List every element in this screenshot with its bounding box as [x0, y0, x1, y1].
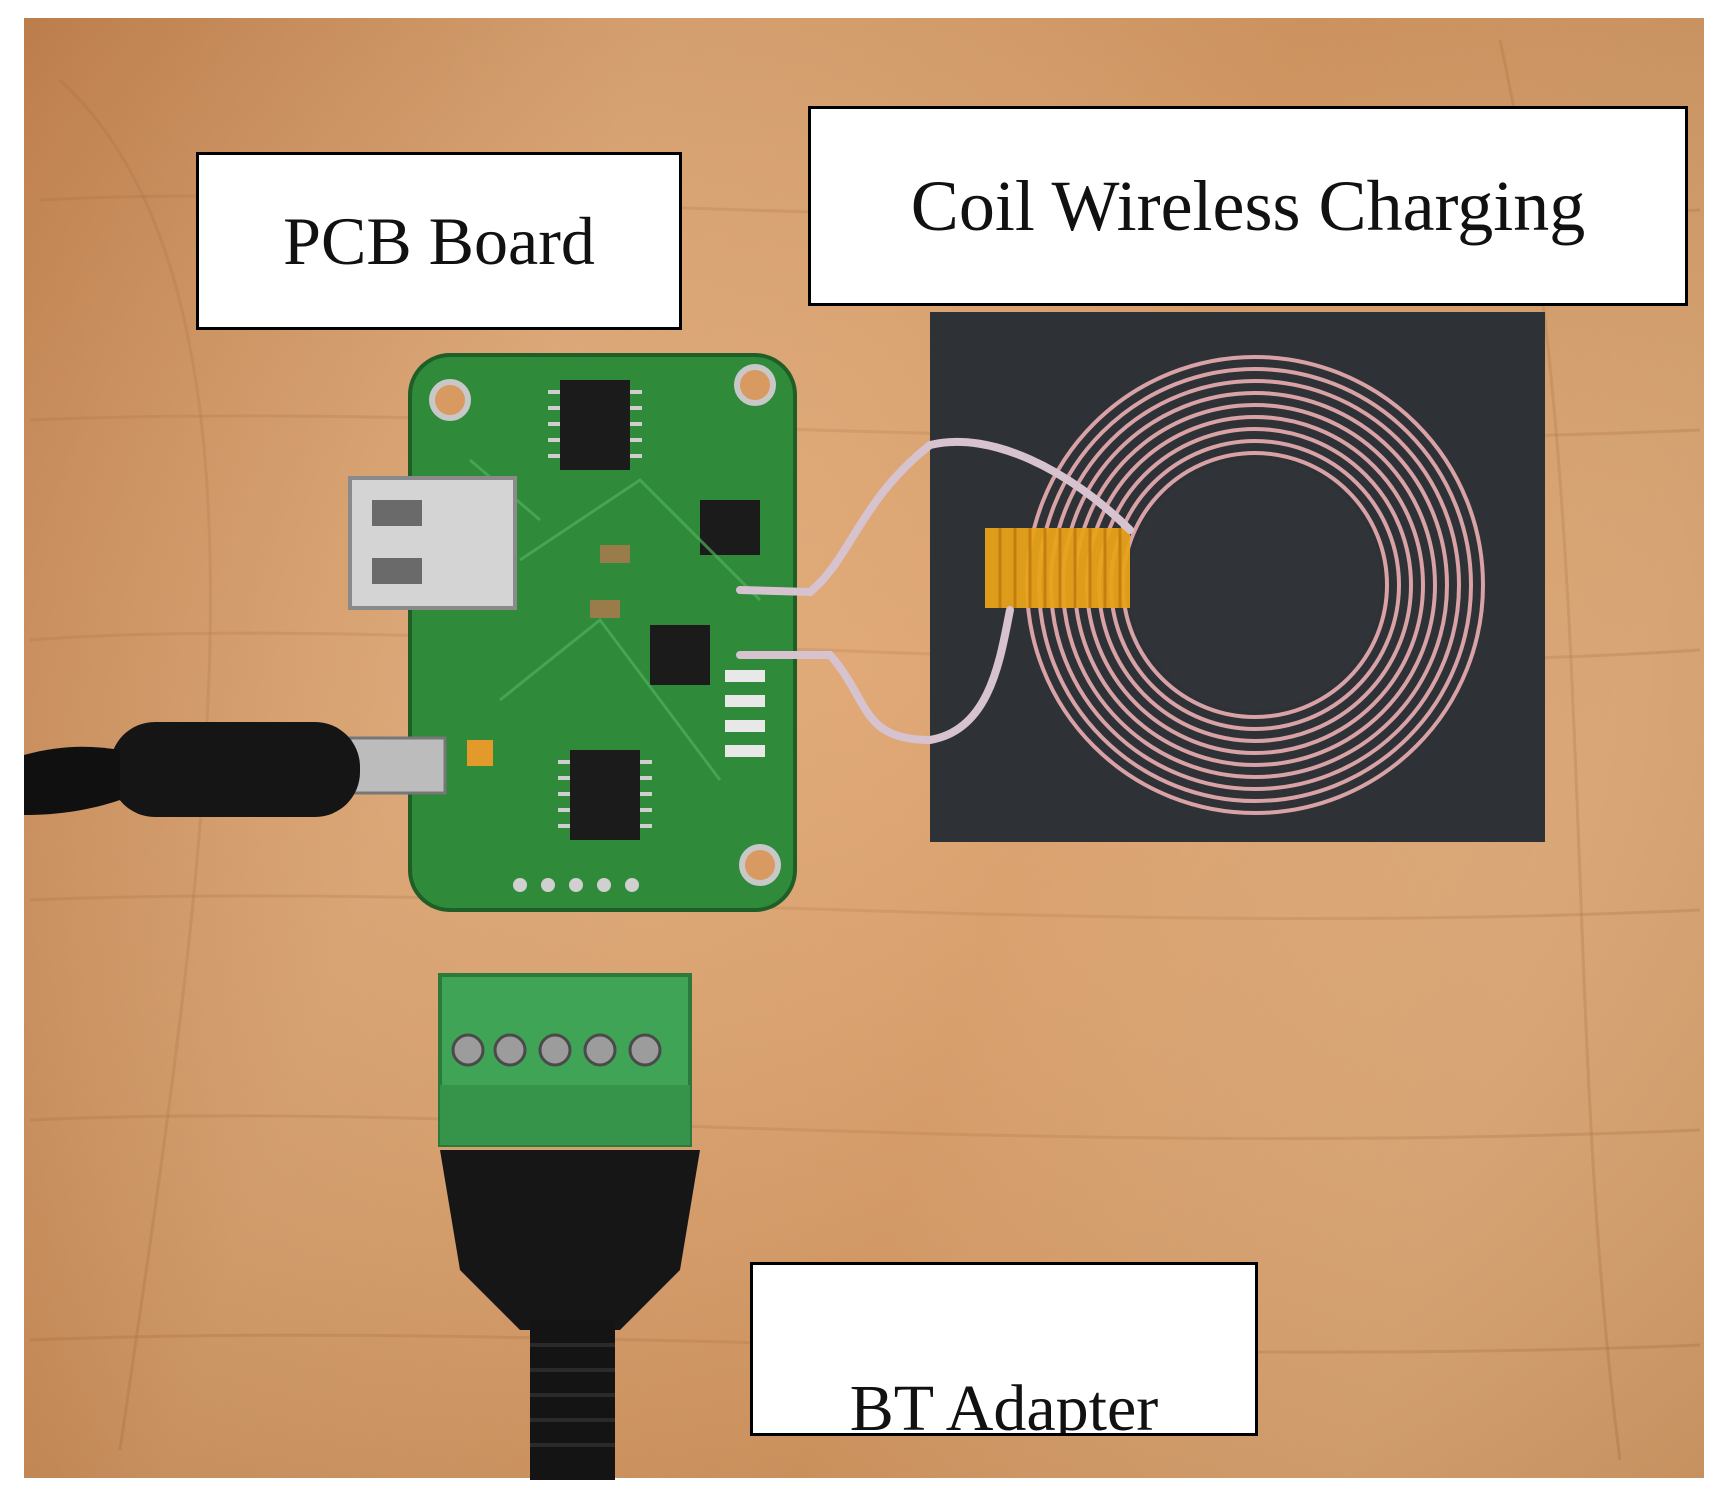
label-bt-adapter-text: BT Adapter	[849, 1372, 1159, 1436]
label-pcb-board-text: PCB Board	[283, 202, 595, 279]
usb-a-port	[348, 476, 517, 610]
label-coil-text: Coil Wireless Charging	[910, 165, 1586, 246]
label-bt-adapter: BT Adapter	[750, 1262, 1258, 1436]
micro-usb-cable	[24, 722, 447, 817]
bt-adapter	[438, 973, 700, 1480]
label-pcb-board: PCB Board	[196, 152, 682, 330]
pcb-board	[408, 353, 797, 912]
coil-pad	[736, 312, 1545, 842]
label-coil-wireless-charging: Coil Wireless Charging	[808, 106, 1688, 306]
